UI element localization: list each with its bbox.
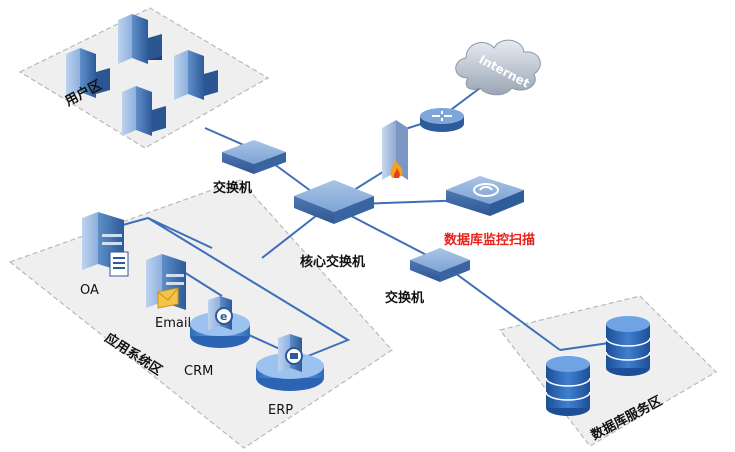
router-icon [420,108,464,132]
switch-top-icon [222,140,286,174]
core-switch-icon [294,180,374,224]
switch-top-label: 交换机 [213,180,252,196]
email-server-icon [146,254,186,310]
firewall-icon [382,120,408,180]
database-icon [545,356,591,416]
db-monitor-icon [446,176,524,216]
user-computer-2 [174,50,218,100]
oa-label: OA [80,283,99,298]
core-switch-label: 核心交换机 [300,254,365,270]
user-computer-3 [66,48,110,98]
user-zone [18,7,270,149]
user-computer-4 [122,86,166,136]
switch-bottom-label: 交换机 [385,290,424,306]
crm-server-icon: e [190,296,250,348]
svg-text:e: e [220,310,227,323]
internet-cloud-icon [455,39,541,96]
database-icon [605,316,651,376]
erp-label: ERP [268,403,293,418]
oa-server-icon [82,212,129,277]
switch-bottom-icon [410,248,470,282]
email-label: Email [155,316,191,331]
user-computer-1 [118,14,162,64]
erp-server-icon [256,334,324,391]
db-monitor-label: 数据库监控扫描 [444,232,535,248]
crm-label: CRM [184,364,213,379]
